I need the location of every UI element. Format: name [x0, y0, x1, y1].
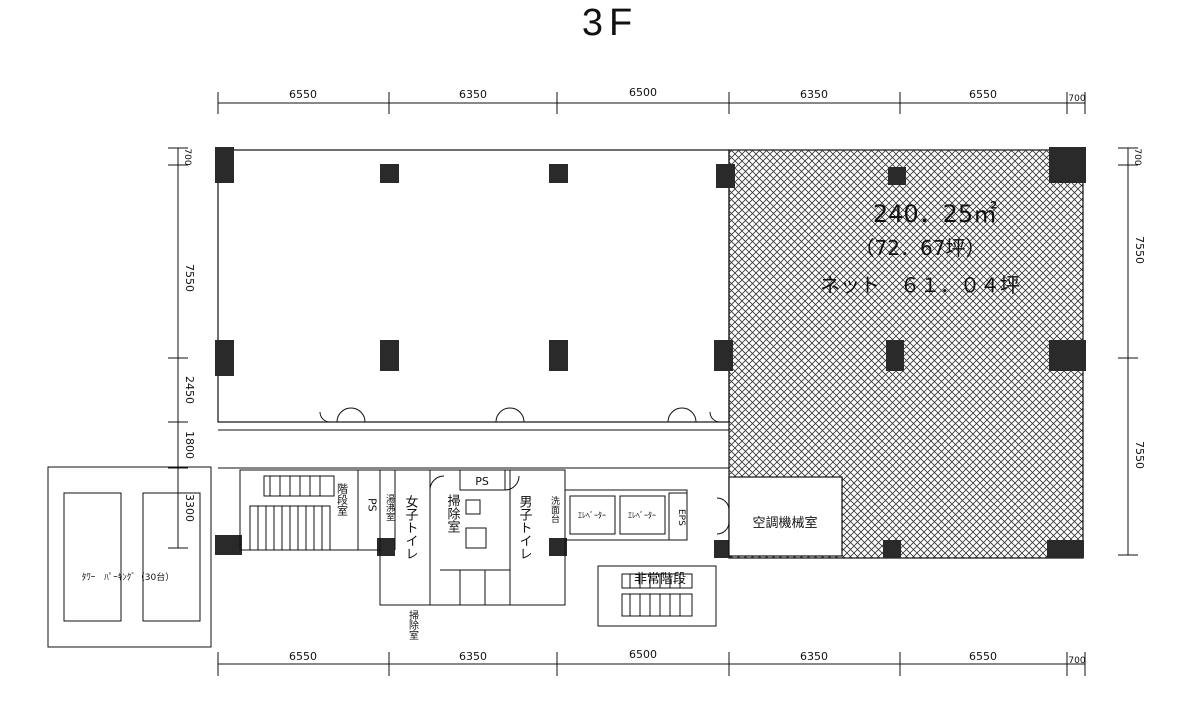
leased-area-tsubo: （72．67坪）: [855, 236, 986, 260]
top-dimension-line: [217, 92, 1086, 114]
core-walls: [357, 469, 566, 606]
room-womens-toilet: 女子トイレ: [403, 494, 419, 560]
room-janitor: 掃除室: [445, 493, 461, 533]
room-mens-toilet: 男子トイレ: [517, 495, 533, 560]
right-dim-1: 700: [1132, 148, 1142, 165]
leased-area-net: ネット ６１．０４坪: [820, 273, 1020, 297]
room-machine: 空調機械室: [752, 515, 817, 531]
left-dim-1: 700: [182, 148, 192, 165]
bottom-dim-1: 6550: [289, 650, 317, 663]
machine-room: [728, 476, 843, 557]
left-dim-5: 3300: [183, 494, 196, 522]
emergency-stairs: [597, 565, 717, 627]
elevator-1: ｴﾚﾍﾞｰﾀｰ: [578, 511, 606, 520]
room-janitor-below: 掃除室: [407, 609, 419, 640]
left-dim-3: 2450: [183, 376, 196, 404]
room-wash: 洗面台: [549, 495, 560, 524]
right-dimension-line: [1118, 147, 1138, 556]
bottom-dim-6: 700: [1068, 656, 1085, 666]
left-dimension-line: [168, 147, 188, 549]
top-dim-5: 6550: [969, 88, 997, 101]
elevator-2: ｴﾚﾍﾞｰﾀｰ: [628, 511, 656, 520]
bottom-dim-3: 6500: [629, 648, 657, 661]
room-eps: EPS: [676, 509, 686, 526]
room-emergency-stairs: 非常階段: [634, 572, 686, 587]
top-dim-3: 6500: [629, 86, 657, 99]
room-water-heater: 湯沸室: [384, 494, 395, 521]
bottom-dim-5: 6550: [969, 650, 997, 663]
right-dim-2: 7550: [1133, 236, 1146, 264]
room-parking: ﾀﾜｰ ﾊﾟｰｷﾝｸﾞ（30台）: [82, 571, 174, 583]
room-ps-left: PS: [366, 498, 379, 512]
bottom-dim-2: 6350: [459, 650, 487, 663]
bottom-dimension-line: [217, 652, 1086, 676]
structural-columns: [215, 147, 1086, 558]
room-ps-center: PS: [475, 475, 489, 488]
bottom-dim-4: 6350: [800, 650, 828, 663]
top-dim-2: 6350: [459, 88, 487, 101]
tower-parking: [47, 466, 212, 648]
office-area-left: [217, 149, 730, 423]
right-dim-3: 7550: [1133, 441, 1146, 469]
top-dim-6: 700: [1068, 94, 1085, 104]
top-dim-4: 6350: [800, 88, 828, 101]
door-swings: [319, 407, 721, 423]
left-dim-4: 1800: [183, 431, 196, 459]
stairwell: [239, 469, 359, 551]
top-dim-1: 6550: [289, 88, 317, 101]
room-stairs: 階段室: [336, 482, 349, 516]
leased-area-m2: 240．25㎡: [873, 200, 997, 228]
left-dim-2: 7550: [183, 264, 196, 292]
elevator-block: [564, 489, 688, 541]
machine-room-door: [716, 497, 730, 535]
floor-title: 3F: [581, 2, 639, 44]
